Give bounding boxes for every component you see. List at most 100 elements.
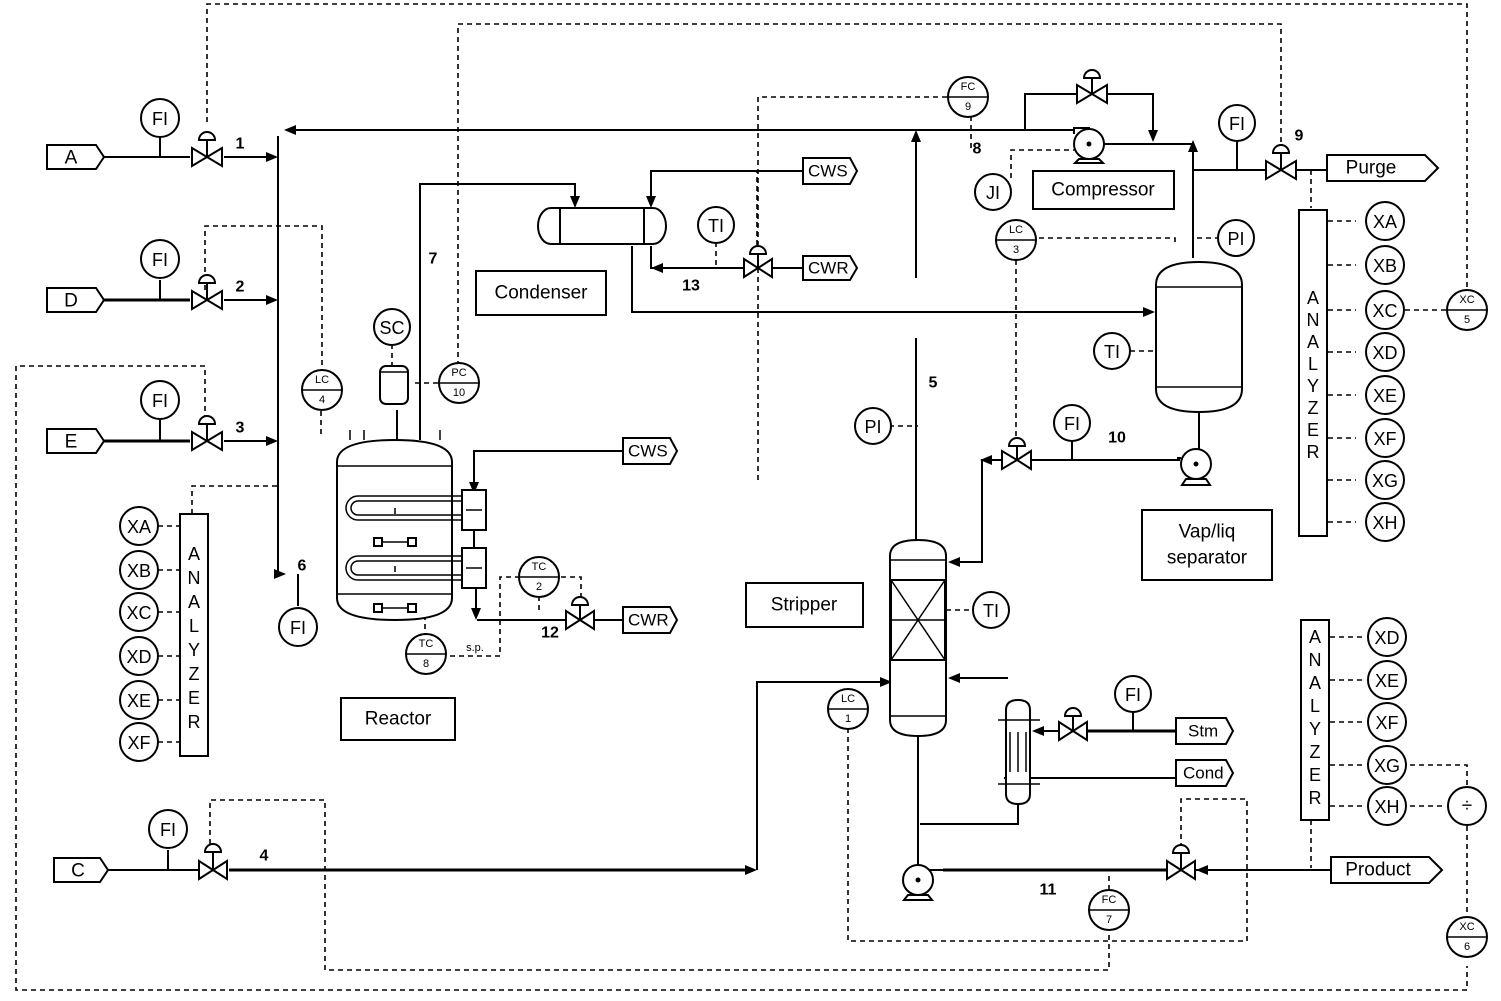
analyzer-bubble-label: XE <box>127 691 151 711</box>
svg-text:Vap/liq: Vap/liq <box>1179 522 1236 543</box>
analyzer-bubble-xb <box>1365 245 1405 285</box>
reactor-exchangers <box>461 489 487 589</box>
analyzer-bubble-label: XE <box>1375 671 1399 691</box>
ti-condenser-indicator: TI <box>697 206 735 244</box>
svg-text:Product: Product <box>1345 860 1411 881</box>
analyzer-letter: E <box>188 688 200 708</box>
purge-stream: Purge <box>1326 154 1440 182</box>
analyzer-bubble-xe <box>119 680 159 720</box>
analyzer-bubble-xd <box>119 636 159 676</box>
svg-text:FC: FC <box>961 81 976 93</box>
svg-text:13: 13 <box>682 278 700 295</box>
feed-c: C <box>53 857 110 883</box>
fc-7-controller: FC7 <box>1088 889 1130 931</box>
svg-text:XC: XC <box>1459 921 1474 933</box>
svg-text:E: E <box>65 432 78 453</box>
svg-text:XC: XC <box>1459 294 1474 306</box>
svg-text:TI: TI <box>708 216 724 236</box>
svg-text:FI: FI <box>1229 114 1245 134</box>
analyzer-letter: N <box>1307 310 1320 330</box>
ji-indicator: JI <box>974 173 1012 211</box>
process-lines <box>103 93 1330 872</box>
separator-pump <box>1177 448 1212 486</box>
analyzer-letter: A <box>188 592 200 612</box>
reactor <box>336 430 462 622</box>
cws-reactor: CWS <box>622 437 679 465</box>
valve-d <box>191 274 223 311</box>
analyzer-letter: Y <box>1309 719 1321 739</box>
analyzer-letter: A <box>1307 332 1319 352</box>
fi-c-indicator: FI <box>148 809 188 849</box>
analyzer-bubble-xf <box>1367 702 1407 742</box>
feed-a: A <box>46 144 106 170</box>
svg-text:9: 9 <box>965 101 971 113</box>
svg-text:LC: LC <box>841 693 855 705</box>
reboiler <box>998 698 1040 806</box>
analyzer-bubble-xc <box>119 592 159 632</box>
analyzer-letter: R <box>1309 788 1322 808</box>
tc-2-controller: TC2 <box>518 556 560 598</box>
analyzer-bubble-xd <box>1367 617 1407 657</box>
svg-text:6: 6 <box>1464 941 1470 953</box>
analyzer-letter: Y <box>188 640 200 660</box>
svg-text:PC: PC <box>451 367 466 379</box>
svg-text:12: 12 <box>541 625 559 642</box>
analyzer-bubble-label: XF <box>127 733 150 753</box>
analyzer-bubble-xf <box>119 722 159 762</box>
svg-text:CWS: CWS <box>628 442 668 461</box>
analyzer-bubble-label: XC <box>1372 301 1397 321</box>
svg-text:TI: TI <box>1104 342 1120 362</box>
valve-cwr-reactor <box>565 596 595 631</box>
analyzer-bubble-label: XB <box>127 561 151 581</box>
valve-product <box>1166 844 1196 881</box>
fi-d-indicator: FI <box>140 239 180 279</box>
svg-text:Reactor: Reactor <box>365 709 432 730</box>
fc-9-controller: FC 9 <box>947 76 989 118</box>
analyzer-bubble-label: XA <box>127 517 151 537</box>
svg-text:5: 5 <box>1464 314 1470 326</box>
svg-text:5: 5 <box>929 375 938 392</box>
svg-text:TC: TC <box>419 638 434 650</box>
lc-4-controller: LC4 <box>301 369 343 411</box>
divider-block: ÷ <box>1447 786 1487 826</box>
svg-text:PI: PI <box>1227 229 1244 249</box>
stream-numbers: 1 2 3 4 5 6 7 8 9 10 11 12 13 <box>236 128 1304 899</box>
analyzer-letter: Z <box>1308 398 1319 418</box>
fi-9-indicator: FI <box>1218 104 1256 142</box>
analyzer-letter: L <box>189 616 199 636</box>
svg-text:CWR: CWR <box>628 611 669 630</box>
analyzer-letter: A <box>1307 288 1319 308</box>
analyzer-bubble-label: XH <box>1372 513 1397 533</box>
svg-text:9: 9 <box>1295 128 1304 145</box>
stream-terminals[interactable]: A D E C Purge Product CWS CWR CWS CWR St… <box>46 144 1444 884</box>
tc-8-controller: TC 8 <box>405 633 447 675</box>
svg-text:TI: TI <box>983 601 999 621</box>
analyzer-bubble-xa <box>119 506 159 546</box>
analyzer-letter: E <box>1309 765 1321 785</box>
svg-text:FI: FI <box>152 391 168 411</box>
svg-text:4: 4 <box>319 394 325 406</box>
analyzer-bubble-label: XC <box>126 603 151 623</box>
analyzer-letter: L <box>1310 696 1320 716</box>
analyzer-bubble-label: XD <box>1374 628 1399 648</box>
svg-text:3: 3 <box>236 420 245 437</box>
sc-controller: SC <box>373 308 411 346</box>
analyzer-bubble-xb <box>119 550 159 590</box>
svg-text:FI: FI <box>160 820 176 840</box>
valve-bypass <box>1076 69 1108 105</box>
condenser <box>537 207 667 245</box>
valve-steam <box>1058 707 1088 742</box>
cwr-reactor: CWR <box>622 606 679 634</box>
svg-text:3: 3 <box>1013 244 1019 256</box>
valve-cwr-condenser <box>743 245 773 279</box>
analyzer-bubble-label: XG <box>1372 471 1398 491</box>
svg-text:8: 8 <box>423 658 429 670</box>
svg-text:FI: FI <box>290 618 306 638</box>
svg-text:D: D <box>64 291 78 312</box>
analyzer-bubble-xc <box>1365 290 1405 330</box>
feed-e: E <box>46 428 106 454</box>
fi-steam-indicator: FI <box>1114 675 1152 713</box>
